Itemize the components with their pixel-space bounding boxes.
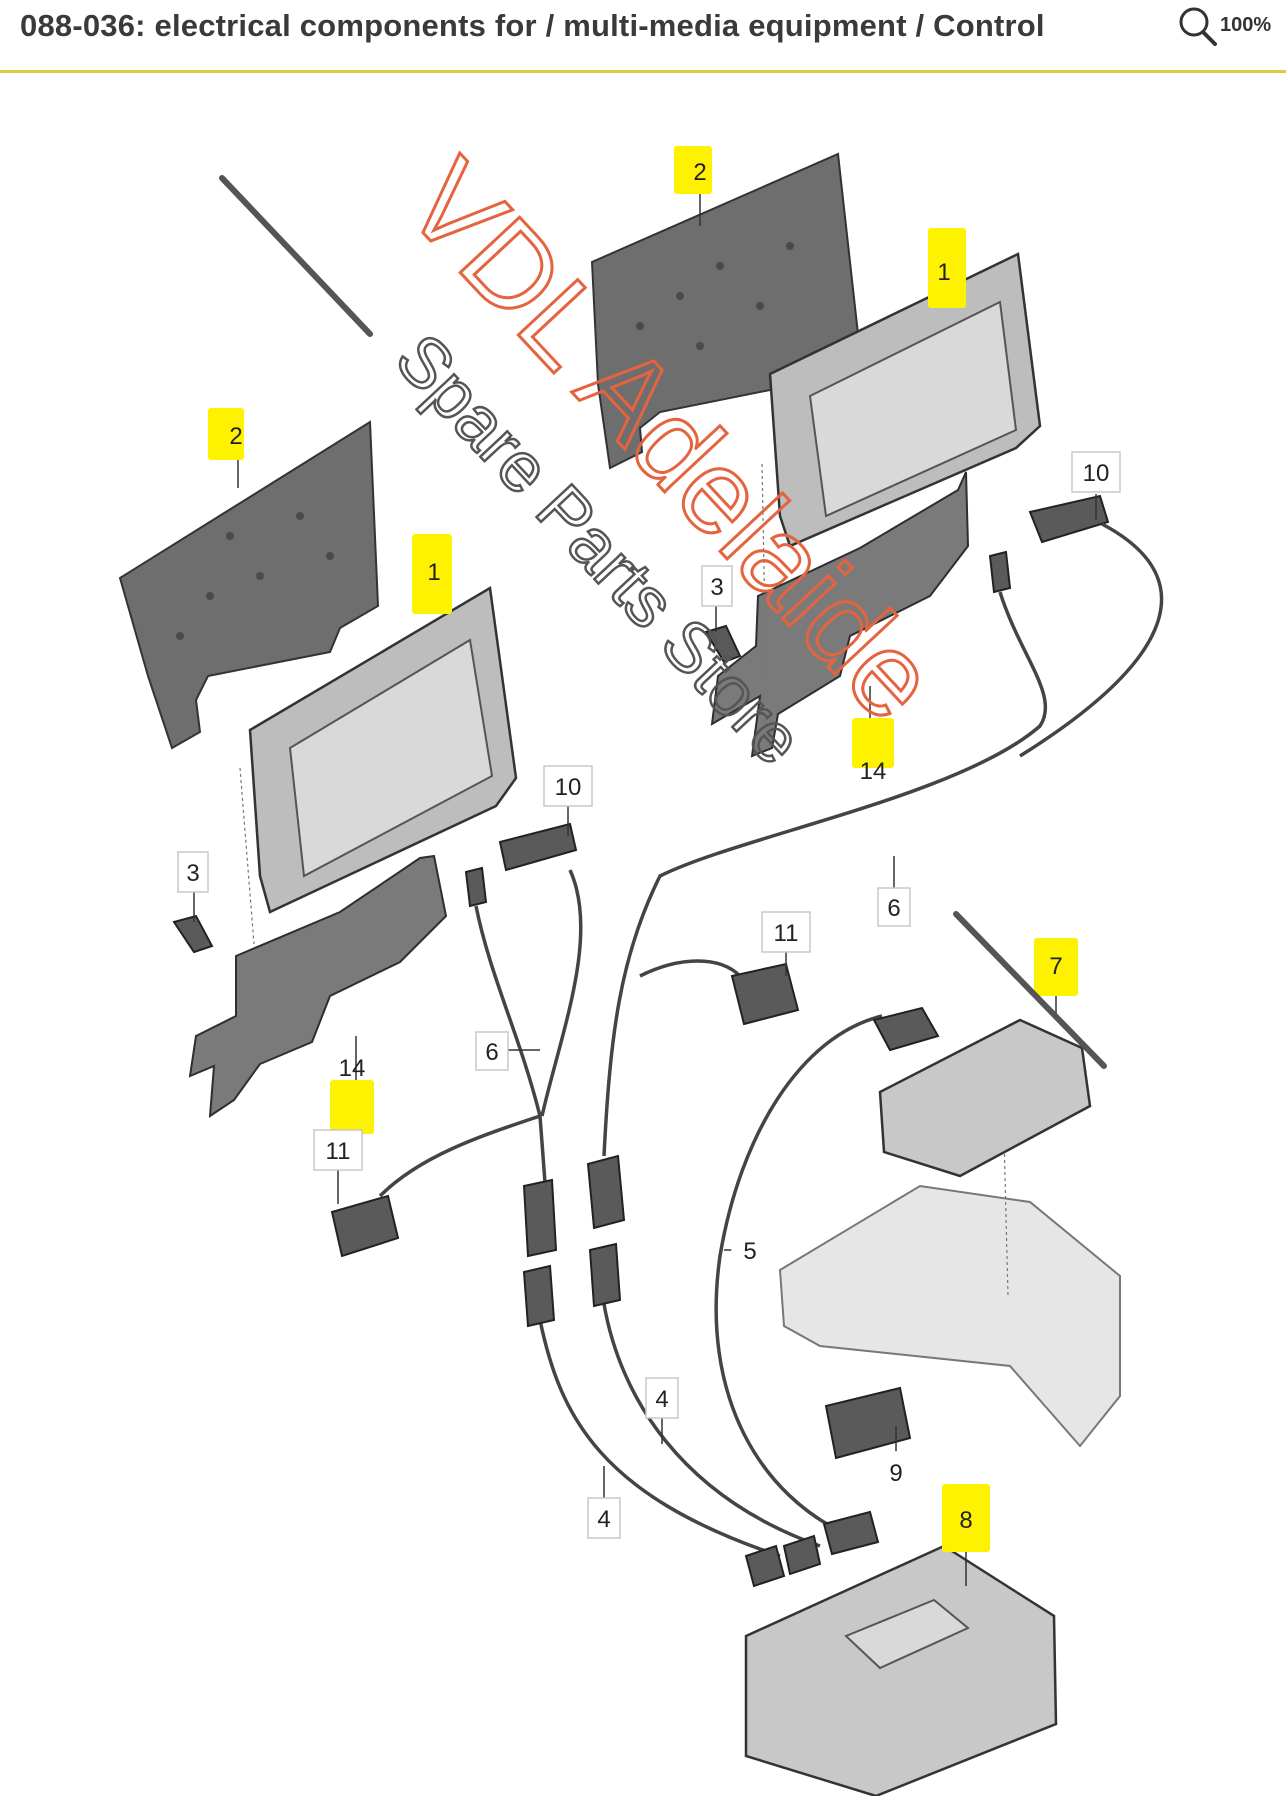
callout-14-right: 14 xyxy=(852,718,894,785)
control-module-right xyxy=(1028,494,1110,544)
exploded-parts-diagram: 2 1 2 1 10 10 3 3 14 14 6 6 xyxy=(118,134,1164,1796)
callout-11-left: 11 xyxy=(313,1129,363,1171)
cable-4-right xyxy=(602,1303,821,1548)
callout-3-left: 3 xyxy=(177,851,209,893)
plug-end-1 xyxy=(744,1544,786,1588)
callout-label: 2 xyxy=(693,159,706,186)
cable-4-left xyxy=(538,1319,781,1558)
callout-label: 7 xyxy=(1049,953,1062,980)
connector-9 xyxy=(824,1386,912,1460)
callout-label: 11 xyxy=(774,920,799,947)
callout-10-right: 10 xyxy=(1071,451,1121,493)
control-unit-7-plug xyxy=(872,1006,940,1052)
page-title: 088-036: electrical components for / mul… xyxy=(20,8,1045,43)
callout-label: 5 xyxy=(743,1238,756,1265)
plug-end-3 xyxy=(822,1510,880,1556)
mounting-bracket-left xyxy=(188,854,448,1118)
callout-label: 10 xyxy=(555,774,582,801)
callout-4-left: 4 xyxy=(587,1497,621,1539)
callout-label: 2 xyxy=(229,423,242,450)
callout-label: 11 xyxy=(326,1138,351,1165)
callout-9: 9 xyxy=(879,1451,913,1493)
plug-left-top xyxy=(464,866,488,908)
cable-harness-6-left xyxy=(378,869,583,1198)
callout-label: 1 xyxy=(937,259,950,286)
inline-plug-right-a xyxy=(586,1154,626,1230)
callout-1-right: 1 xyxy=(928,228,966,308)
zoom-control[interactable]: 100% xyxy=(1176,4,1284,48)
magnifier-icon xyxy=(1179,7,1217,46)
zoom-level: 100% xyxy=(1220,14,1272,36)
main-unit-label-plate xyxy=(844,1598,970,1670)
plug-right-top xyxy=(988,550,1012,594)
center-console-armrest xyxy=(778,1184,1121,1448)
plug-end-2 xyxy=(782,1534,822,1576)
display-glass-left xyxy=(288,638,494,878)
connector-11-right xyxy=(730,962,800,1026)
control-unit-7 xyxy=(878,1018,1092,1178)
callout-4-right: 4 xyxy=(645,1377,679,1419)
callout-6-right: 6 xyxy=(877,887,911,927)
callout-7: 7 xyxy=(1034,938,1078,996)
panel-texture-right xyxy=(636,242,794,350)
callout-label: 10 xyxy=(1083,460,1110,487)
callout-10-left: 10 xyxy=(543,765,593,807)
callout-1-left: 1 xyxy=(412,534,452,614)
inline-plug-right-b xyxy=(588,1242,622,1308)
cable-5 xyxy=(714,1014,883,1538)
screw-right xyxy=(704,624,742,664)
screw-left xyxy=(172,914,214,954)
callout-3-right: 3 xyxy=(701,565,733,607)
callout-8: 8 xyxy=(942,1484,990,1552)
callout-label: 1 xyxy=(427,559,440,586)
callout-label: 3 xyxy=(710,574,723,601)
inline-plug-left-a xyxy=(522,1178,558,1258)
callout-label: 4 xyxy=(597,1506,610,1533)
callout-label: 9 xyxy=(889,1460,902,1487)
callout-14-left: 14 xyxy=(330,1055,374,1134)
mounting-bracket-right xyxy=(710,471,970,758)
callout-label: 3 xyxy=(186,860,199,887)
callout-label: 14 xyxy=(339,1055,366,1082)
callout-5: 5 xyxy=(731,1229,765,1269)
callout-11-right: 11 xyxy=(761,911,811,953)
rear-cover-panel-right xyxy=(590,152,860,470)
control-module-left xyxy=(498,822,578,872)
rear-cover-panel-left xyxy=(118,420,380,750)
callout-label: 6 xyxy=(887,895,900,922)
callout-2-left: 2 xyxy=(208,408,244,460)
callout-2-right: 2 xyxy=(674,146,712,194)
page-header: 088-036: electrical components for / mul… xyxy=(0,0,1286,73)
callout-label: 4 xyxy=(655,1386,668,1413)
callout-label: 6 xyxy=(485,1039,498,1066)
callout-6-left: 6 xyxy=(475,1031,509,1071)
callout-label: 8 xyxy=(959,1507,972,1534)
inline-plug-left-b xyxy=(522,1264,556,1328)
connector-11-left xyxy=(330,1194,400,1258)
panel-texture-left xyxy=(176,512,334,640)
callout-label: 14 xyxy=(860,758,887,785)
cable-harness-6-right xyxy=(602,522,1164,1157)
display-glass-right xyxy=(808,300,1018,518)
multimedia-main-unit xyxy=(744,1544,1058,1796)
